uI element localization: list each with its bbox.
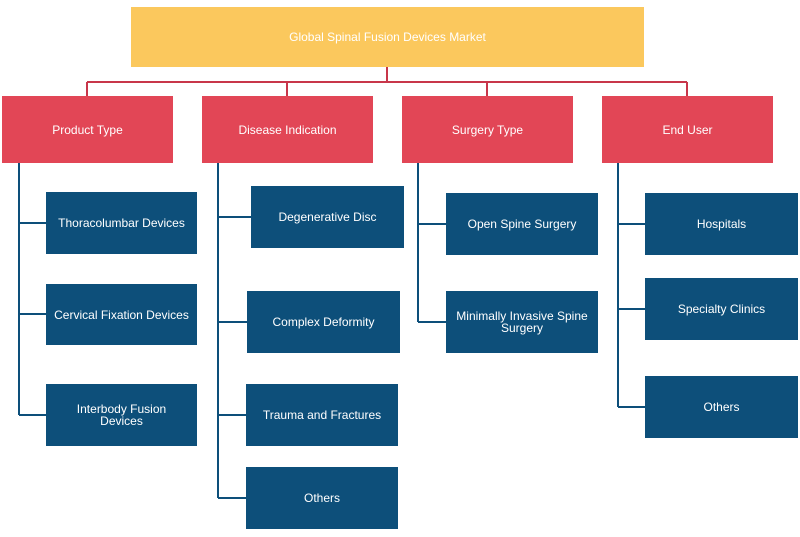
leaf-hospitals: Hospitals — [645, 193, 798, 255]
leaf-label: Degenerative Disc — [278, 210, 377, 224]
leaf-label: Specialty Clinics — [677, 302, 766, 316]
category-label: Surgery Type — [451, 122, 524, 137]
leaf-label: Interbody Fusion Devices — [76, 402, 167, 428]
leaf-minimally-invasive-spine-surgery: Minimally Invasive Spine Surgery — [446, 291, 598, 353]
leaf-label: Cervical Fixation Devices — [54, 307, 189, 322]
leaf-label: Trauma and Fractures — [262, 408, 382, 422]
root-node: Global Spinal Fusion Devices Market — [131, 7, 644, 67]
root-connectors — [86, 67, 688, 96]
root-title: Global Spinal Fusion Devices Market — [289, 30, 486, 44]
category-label: End User — [662, 122, 713, 137]
leaf-complex-deformity: Complex Deformity — [247, 291, 400, 353]
leaf-label: Others — [703, 400, 740, 414]
leaf-degenerative-disc: Degenerative Disc — [251, 186, 404, 248]
leaf-label: Hospitals — [696, 217, 747, 231]
leaf-trauma-and-fractures: Trauma and Fractures — [246, 384, 398, 446]
leaf-label: Others — [303, 491, 340, 505]
leaf-disease-others: Others — [246, 467, 398, 529]
leaf-label: Minimally Invasive Spine Surgery — [456, 309, 588, 335]
leaf-connectors — [18, 163, 645, 499]
leaf-open-spine-surgery: Open Spine Surgery — [446, 193, 598, 255]
category-label: Product Type — [52, 122, 123, 137]
leaf-interbody-fusion-devices: Interbody Fusion Devices — [46, 384, 197, 446]
leaf-cervical-fixation-devices: Cervical Fixation Devices — [46, 284, 197, 345]
leaf-label: Open Spine Surgery — [467, 217, 577, 231]
category-product-type: Product Type — [2, 96, 173, 163]
category-label: Disease Indication — [238, 122, 337, 137]
leaf-end-user-others: Others — [645, 376, 798, 438]
leaf-thoracolumbar-devices: Thoracolumbar Devices — [46, 192, 197, 254]
category-end-user: End User — [602, 96, 773, 163]
leaf-label: Complex Deformity — [272, 315, 375, 329]
category-disease-indication: Disease Indication — [202, 96, 373, 163]
category-surgery-type: Surgery Type — [402, 96, 573, 163]
leaf-label: Thoracolumbar Devices — [58, 216, 185, 230]
leaf-specialty-clinics: Specialty Clinics — [645, 278, 798, 340]
